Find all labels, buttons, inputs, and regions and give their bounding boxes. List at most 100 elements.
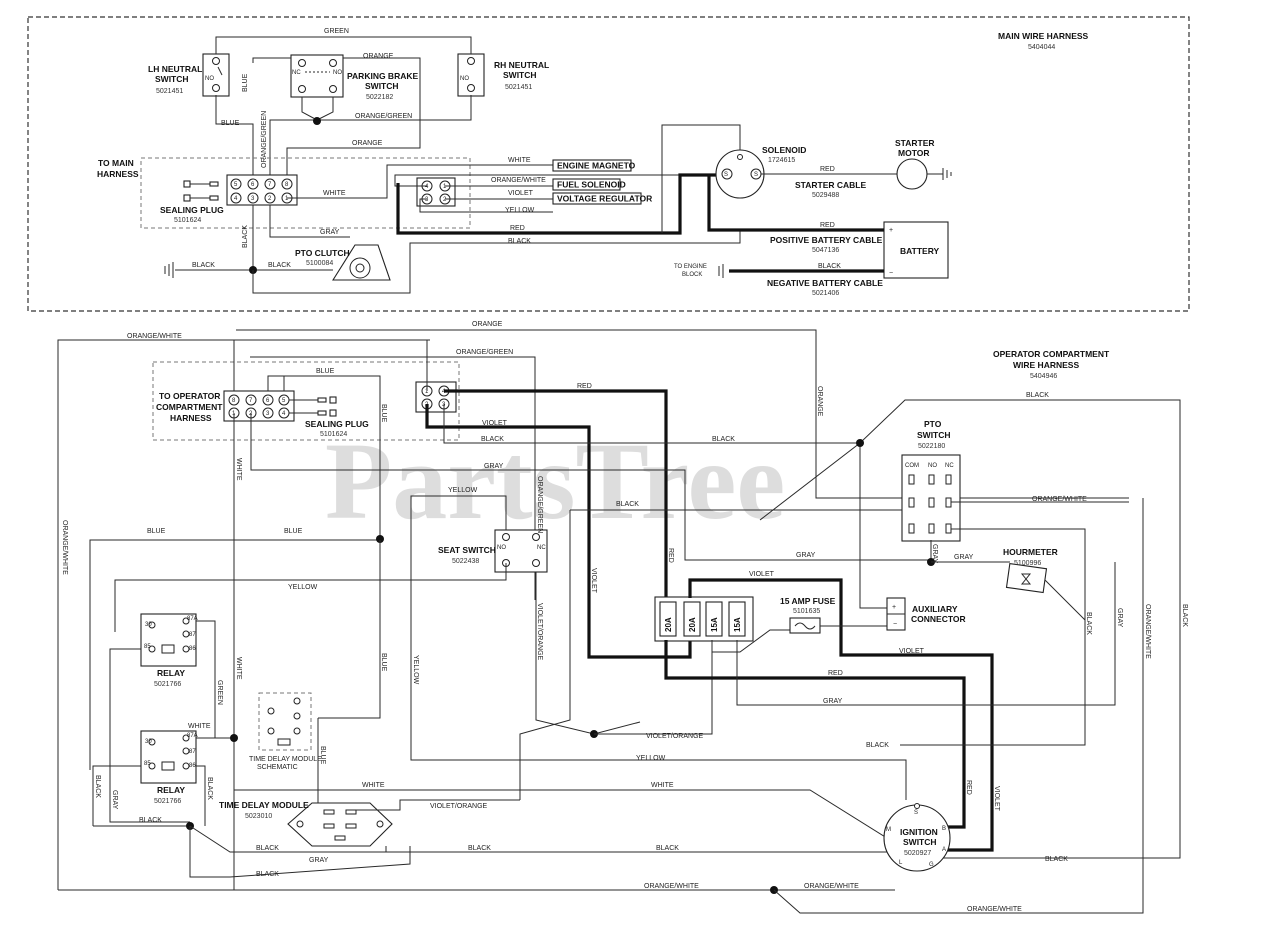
svg-text:BLACK: BLACK [1026, 392, 1049, 399]
starter-motor-label: STARTER [895, 138, 935, 148]
ignition-switch-label-2: SWITCH [903, 837, 937, 847]
hourmeter-label: HOURMETER [1003, 547, 1058, 557]
svg-text:RED: RED [820, 166, 835, 173]
svg-text:WHITE: WHITE [651, 782, 674, 789]
ignition-switch: S B A M L G [883, 803, 951, 872]
svg-text:85: 85 [144, 644, 151, 650]
svg-text:G: G [929, 862, 934, 868]
svg-text:BLACK: BLACK [712, 436, 735, 443]
to-main-label-2: HARNESS [97, 169, 139, 179]
relay-1-label: RELAY [157, 668, 185, 678]
svg-text:ORANGE: ORANGE [352, 140, 383, 147]
svg-text:BLUE: BLUE [380, 653, 387, 672]
svg-text:WHITE: WHITE [235, 458, 242, 481]
ignition-switch-part: 5020927 [904, 850, 931, 857]
ignition-switch-label: IGNITION [900, 827, 938, 837]
starter-cable-part: 5029488 [812, 192, 839, 199]
svg-text:ORANGE/WHITE: ORANGE/WHITE [61, 520, 68, 575]
svg-text:YELLOW: YELLOW [636, 755, 666, 762]
fuse-15a-1 [705, 601, 723, 637]
starter-ground-icon [927, 168, 952, 180]
svg-text:BLUE: BLUE [380, 404, 387, 423]
seat-switch-part: 5022438 [452, 558, 479, 565]
relay-2-part: 5021766 [154, 798, 181, 805]
svg-text:BLACK: BLACK [818, 263, 841, 270]
svg-text:BLUE: BLUE [284, 528, 303, 535]
svg-text:+: + [889, 227, 893, 234]
negative-cable-part: 5021406 [812, 290, 839, 297]
svg-text:6: 6 [251, 182, 255, 188]
svg-text:BLACK: BLACK [206, 777, 213, 800]
operator-harness-part: 5404946 [1030, 373, 1057, 380]
auxiliary-connector: + − [886, 597, 906, 631]
sealing-plug-bottom-part: 5101624 [320, 431, 347, 438]
svg-text:7: 7 [268, 182, 272, 188]
pto-clutch [332, 244, 391, 281]
svg-text:4: 4 [425, 184, 429, 190]
svg-text:ORANGE/WHITE: ORANGE/WHITE [1032, 496, 1087, 503]
svg-text:1: 1 [443, 184, 447, 190]
svg-text:BLACK: BLACK [94, 775, 101, 798]
svg-text:YELLOW: YELLOW [412, 655, 419, 685]
positive-cable-part: 5047136 [812, 247, 839, 254]
svg-text:BLACK: BLACK [508, 238, 531, 245]
svg-text:VIOLET: VIOLET [749, 571, 775, 578]
svg-text:NO: NO [333, 70, 342, 76]
pto-switch-part: 5022180 [918, 443, 945, 450]
main-harness-part: 5404044 [1028, 44, 1055, 51]
svg-text:ORANGE: ORANGE [472, 321, 503, 328]
svg-text:S: S [754, 172, 758, 178]
starter-motor-label-2: MOTOR [898, 148, 929, 158]
engine-block-ground [718, 264, 724, 278]
svg-text:BLACK: BLACK [268, 262, 291, 269]
aux-connector-label-2: CONNECTOR [911, 614, 966, 624]
svg-text:VIOLET/ORANGE: VIOLET/ORANGE [536, 603, 543, 661]
svg-text:BLACK: BLACK [139, 817, 162, 824]
svg-text:L: L [899, 860, 903, 866]
svg-text:BLUE: BLUE [319, 746, 326, 765]
svg-text:86: 86 [189, 646, 196, 652]
operator-harness-title: OPERATOR COMPARTMENT [993, 349, 1110, 359]
parking-brake-label: PARKING BRAKE [347, 71, 418, 81]
svg-text:NC: NC [292, 70, 301, 76]
svg-text:BLUE: BLUE [316, 368, 335, 375]
svg-text:ORANGE/WHITE: ORANGE/WHITE [127, 333, 182, 340]
svg-text:15A: 15A [733, 617, 742, 632]
svg-text:GREEN: GREEN [324, 28, 349, 35]
pto-switch: COM NO NC [901, 454, 961, 542]
svg-text:86: 86 [189, 763, 196, 769]
svg-text:WHITE: WHITE [235, 657, 242, 680]
svg-text:ORANGE/WHITE: ORANGE/WHITE [491, 177, 546, 184]
svg-text:WHITE: WHITE [508, 157, 531, 164]
operator-harness-title-2: WIRE HARNESS [1013, 360, 1079, 370]
svg-text:BLACK: BLACK [481, 436, 504, 443]
svg-text:87: 87 [189, 632, 196, 638]
svg-text:BLACK: BLACK [468, 845, 491, 852]
svg-text:S: S [914, 810, 918, 816]
svg-text:RED: RED [667, 548, 674, 563]
svg-text:BLACK: BLACK [1045, 856, 1068, 863]
svg-text:BLACK: BLACK [616, 501, 639, 508]
svg-text:BLACK: BLACK [256, 871, 279, 878]
svg-text:BLACK: BLACK [656, 845, 679, 852]
svg-text:VIOLET: VIOLET [993, 786, 1000, 812]
positive-cable-label: POSITIVE BATTERY CABLE [770, 235, 883, 245]
voltage-regulator-label: VOLTAGE REGULATOR [557, 194, 652, 204]
relay-2: 30 87A 87 85 86 [140, 730, 198, 784]
svg-text:GRAY: GRAY [309, 857, 329, 864]
time-delay-module-label: TIME DELAY MODULE [219, 800, 309, 810]
pto-switch-label-2: SWITCH [917, 430, 951, 440]
svg-text:1: 1 [425, 389, 429, 395]
svg-text:2: 2 [268, 196, 272, 202]
sealing-plug-bottom [289, 396, 337, 417]
svg-text:ORANGE: ORANGE [363, 53, 394, 60]
svg-text:BLACK: BLACK [192, 262, 215, 269]
tdm-schematic-label-2: SCHEMATIC [257, 764, 298, 771]
svg-text:M: M [886, 827, 891, 833]
svg-text:RED: RED [965, 780, 972, 795]
svg-text:ORANGE/GREEN: ORANGE/GREEN [355, 113, 412, 120]
to-operator-label-2: COMPARTMENT [156, 402, 223, 412]
svg-text:NO: NO [928, 463, 937, 469]
fuel-solenoid-label: FUEL SOLENOID [557, 180, 626, 190]
